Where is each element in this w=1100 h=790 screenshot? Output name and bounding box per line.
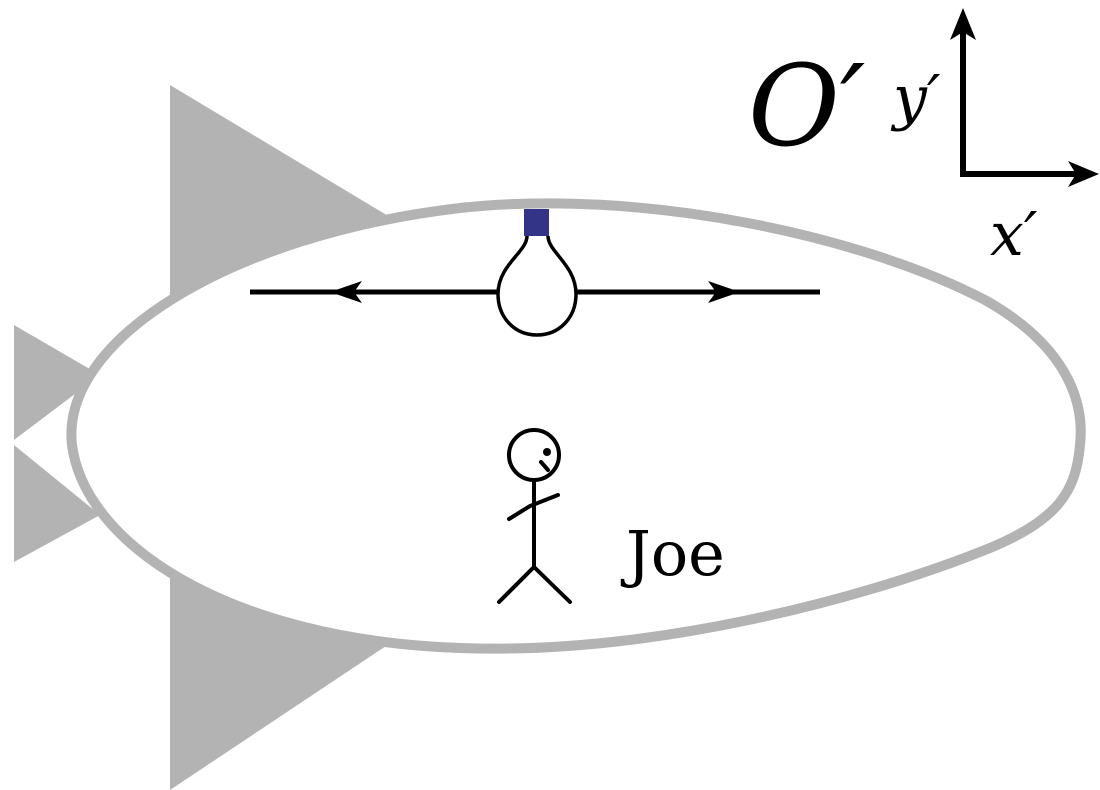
- arrow-right-icon: [708, 281, 740, 303]
- stick-figure-icon: [497, 428, 572, 604]
- light-ray-left: [250, 281, 498, 303]
- upper-tail-fin: [14, 325, 100, 440]
- bulb-glass: [496, 235, 578, 337]
- ship-hull: [66, 198, 1086, 654]
- arrow-left-icon: [330, 281, 362, 303]
- light-bulb-icon: [496, 209, 578, 337]
- figure-leg-right: [532, 565, 572, 604]
- light-ray-right: [576, 281, 820, 303]
- observer-label: Joe: [620, 517, 725, 590]
- bulb-socket: [524, 209, 549, 236]
- figure-mouth: [539, 460, 550, 472]
- figure-leg-left: [497, 565, 536, 604]
- figure-eye: [543, 448, 551, 456]
- top-fin: [170, 85, 395, 310]
- frame-axes: [950, 8, 1099, 187]
- x-axis-label: x′: [990, 200, 1038, 270]
- y-axis-label: y′: [890, 63, 941, 133]
- frame-label: O′: [748, 42, 865, 172]
- spaceship-icon: [14, 85, 1086, 790]
- x-axis-arrow-icon: [1068, 161, 1099, 187]
- y-axis-arrow-icon: [950, 8, 976, 40]
- lower-tail-fin: [14, 445, 100, 562]
- figure-arm: [507, 493, 560, 521]
